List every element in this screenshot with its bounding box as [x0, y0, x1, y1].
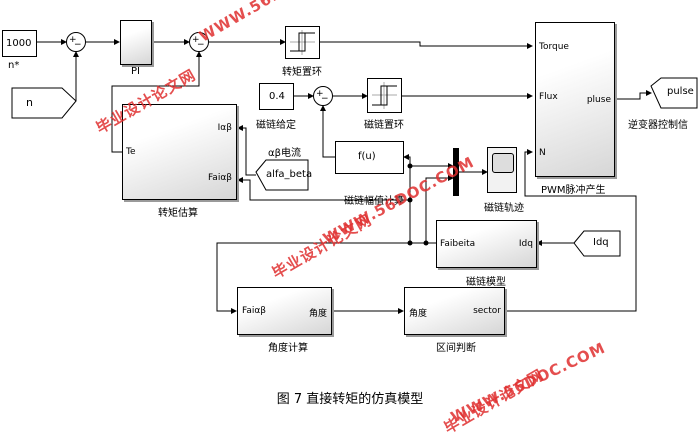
constant-1000-block[interactable]: 1000	[2, 30, 37, 57]
fcn-expression: f(u)	[358, 151, 376, 162]
pwm-generation-block[interactable]: Torque Flux N pluse	[535, 22, 615, 177]
alfa-beta-inport-label[interactable]: alfa_beta	[266, 169, 313, 180]
torque-estimation-label: 转矩估算	[158, 208, 198, 219]
pwm-generation-label: PWM脉冲产生	[541, 185, 606, 196]
flux-trajectory-scope[interactable]	[487, 147, 517, 193]
sector-judgment-label: 区间判断	[436, 343, 476, 354]
constant-1000-label: n*	[8, 60, 20, 71]
torque-estimation-te-port: Te	[126, 147, 136, 157]
sum-speed-plus: +	[69, 35, 77, 45]
n-inport-label[interactable]: n	[26, 96, 33, 109]
pwm-n-port: N	[539, 148, 546, 158]
hysteresis-icon	[372, 82, 397, 109]
constant-flux-ref-block[interactable]: 0.4	[259, 83, 294, 110]
sum-speed-minus: −	[74, 40, 82, 50]
torque-estimation-block[interactable]: Te Iαβ Faiαβ	[122, 104, 237, 200]
diagram-canvas	[11, 39, 698, 314]
constant-flux-ref-value: 0.4	[269, 91, 285, 102]
sum-torque-minus: −	[197, 40, 205, 50]
sector-in-port: 角度	[409, 309, 428, 319]
pulse-outport-caption: 逆变器控制信	[628, 120, 688, 131]
mux-bar	[453, 148, 459, 196]
torque-hysteresis-block[interactable]	[285, 26, 320, 59]
torque-estimation-iab-port: Iαβ	[217, 123, 232, 133]
flux-hysteresis-block[interactable]	[367, 78, 402, 113]
angle-calc-label: 角度计算	[268, 343, 308, 354]
torque-hysteresis-label: 转矩置环	[282, 67, 322, 78]
pulse-outport-shape	[650, 77, 698, 109]
sum-torque-error[interactable]	[189, 32, 209, 52]
figure-caption: 图 7 直接转矩的仿真模型	[276, 392, 424, 407]
pi-label: PI	[131, 66, 140, 77]
alpha-beta-current-label: αβ电流	[268, 148, 301, 159]
angle-calc-block[interactable]: Faiαβ 角度	[237, 287, 332, 335]
scope-screen-icon	[492, 153, 514, 173]
constant-flux-ref-label: 磁链给定	[256, 120, 296, 131]
idq-inport-shape	[573, 230, 621, 257]
idq-inport-label[interactable]: Idq	[593, 237, 609, 248]
flux-model-in-port: Faibeita	[440, 239, 476, 249]
flux-magnitude-fcn-block[interactable]: f(u)	[335, 141, 404, 174]
alfa-beta-inport-shape	[255, 159, 309, 191]
sum-flux-minus: −	[321, 94, 329, 104]
flux-hysteresis-label: 磁链置环	[364, 120, 404, 131]
hysteresis-icon	[290, 30, 315, 55]
flux-model-out-port: Idq	[518, 239, 533, 249]
pwm-pluse-port: pluse	[586, 95, 611, 105]
sector-judgment-block[interactable]: 角度 sector	[404, 287, 505, 335]
angle-calc-out-port: 角度	[308, 309, 327, 319]
n-inport-shape	[11, 87, 77, 119]
torque-estimation-faiab-port: Faiαβ	[207, 173, 232, 183]
angle-calc-in-port: Faiαβ	[242, 306, 267, 316]
flux-model-label: 磁链模型	[466, 277, 506, 288]
constant-1000-value: 1000	[6, 38, 32, 49]
sector-out-port: sector	[473, 306, 501, 316]
pi-controller-block[interactable]	[120, 20, 152, 65]
flux-model-block[interactable]: Faibeita Idq	[436, 220, 537, 268]
sum-speed-error[interactable]	[66, 32, 86, 52]
sum-torque-plus: +	[192, 35, 200, 45]
pwm-torque-port: Torque	[539, 42, 569, 52]
pwm-flux-port: Flux	[539, 92, 558, 102]
pulse-outport-label[interactable]: pulse	[667, 86, 694, 97]
flux-trajectory-label: 磁链轨迹	[484, 203, 524, 214]
sum-flux-plus: +	[316, 89, 324, 99]
sum-flux-error[interactable]	[313, 86, 333, 106]
flux-magnitude-label: 磁链幅值计算	[344, 196, 404, 207]
